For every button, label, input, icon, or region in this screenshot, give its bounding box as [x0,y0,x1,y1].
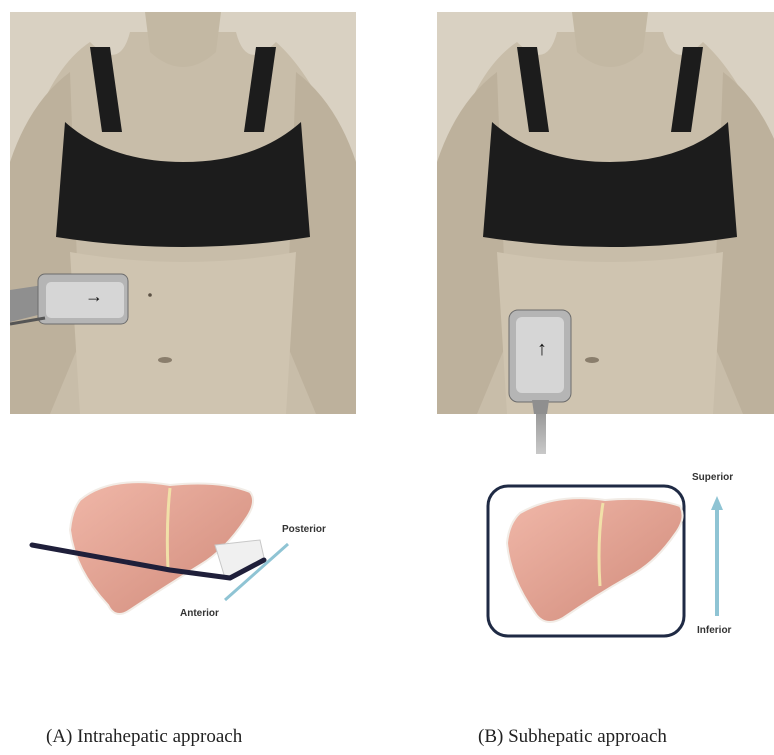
caption-a-label: (A) [46,726,72,747]
superior-label: Superior [692,472,733,483]
torso-photo-intrahepatic [10,12,356,414]
caption-b-label: (B) [478,726,503,747]
posterior-label: Posterior [282,524,326,535]
probe-arrow-right-icon: → [85,286,103,307]
anterior-label: Anterior [180,608,219,619]
liver-diagram-subhepatic [485,468,770,643]
probe-cable [536,414,546,454]
torso-photo-subhepatic [437,12,774,414]
caption-b: (B) Subhepatic approach [478,726,667,748]
caption-a: (A) Intrahepatic approach [46,726,242,748]
caption-b-text: Subhepatic approach [508,726,667,747]
caption-a-text: Intrahepatic approach [77,726,242,747]
inferior-label: Inferior [697,625,731,636]
probe-arrow-up-icon: ↑ [537,338,547,361]
